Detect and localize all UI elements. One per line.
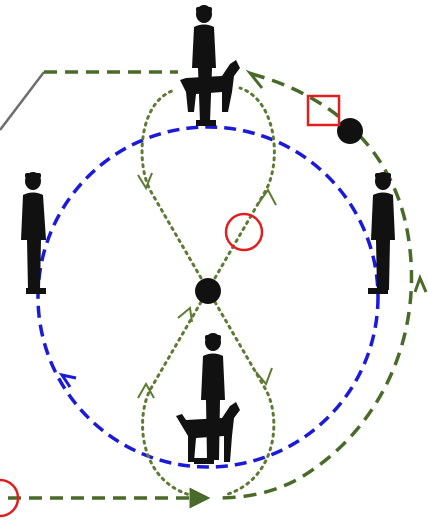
standing-person-left-icon [21,172,46,294]
handler-with-dog-bottom-icon [176,333,240,464]
outer-path-arrow-right [415,278,426,292]
ball-center-icon [195,278,221,304]
dotted-arrow-lower-right [256,368,272,384]
handler-with-dog-top-icon [180,5,240,126]
red-circle-marker-center-icon [226,214,262,250]
ball-top-right-icon [337,118,363,144]
standing-person-right-icon [368,172,395,294]
guide-line [0,72,44,130]
